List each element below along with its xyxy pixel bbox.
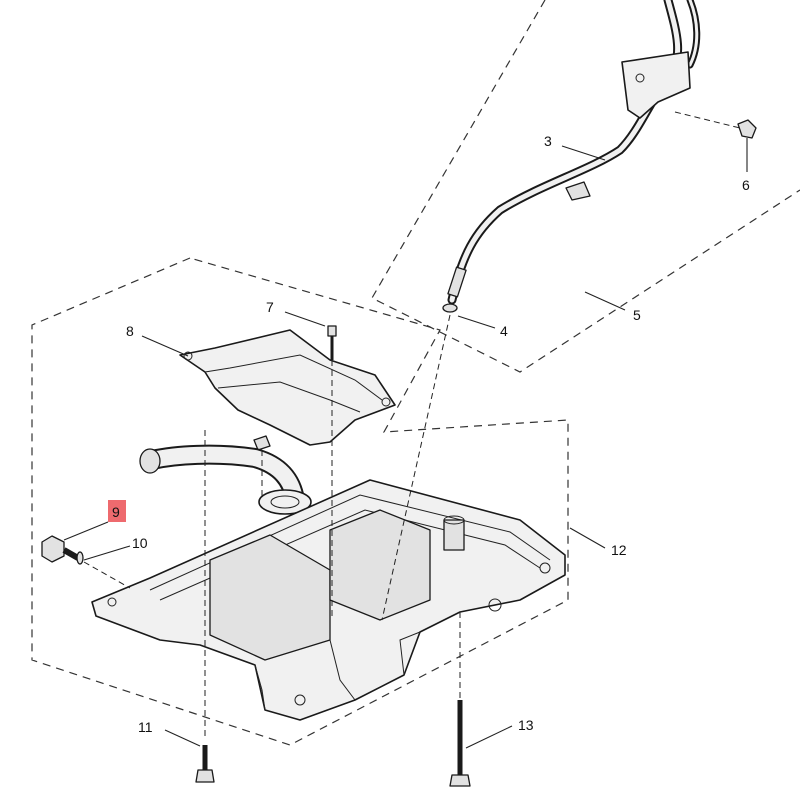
dipstick-bracket (621, 51, 691, 119)
callout-6: 6 (742, 177, 750, 193)
callout-11: 11 (138, 719, 153, 735)
callout-9-highlight (108, 500, 126, 522)
tube-seal (442, 303, 458, 313)
shield-bolt (327, 325, 337, 360)
callout-9: 9 (112, 504, 120, 520)
callout-4: 4 (500, 323, 508, 339)
callout-3: 3 (544, 133, 552, 149)
dipstick-tube (447, 0, 701, 305)
heat-shield (179, 329, 396, 446)
long-bolt-11 (195, 430, 215, 783)
callout-5: 5 (633, 307, 641, 323)
pan-bolt (41, 535, 131, 589)
callout-7: 7 (266, 299, 274, 315)
push-nut (253, 435, 271, 451)
bracket-bolt (674, 111, 757, 172)
oil-pan (91, 479, 566, 721)
long-bolt-13 (449, 612, 471, 787)
oil-pickup-tube (139, 444, 312, 515)
callout-8: 8 (126, 323, 134, 339)
callout-12: 12 (611, 542, 627, 558)
callout-13: 13 (518, 717, 534, 733)
oil-pan-group-boundary (31, 257, 569, 746)
callout-10: 10 (132, 535, 148, 551)
